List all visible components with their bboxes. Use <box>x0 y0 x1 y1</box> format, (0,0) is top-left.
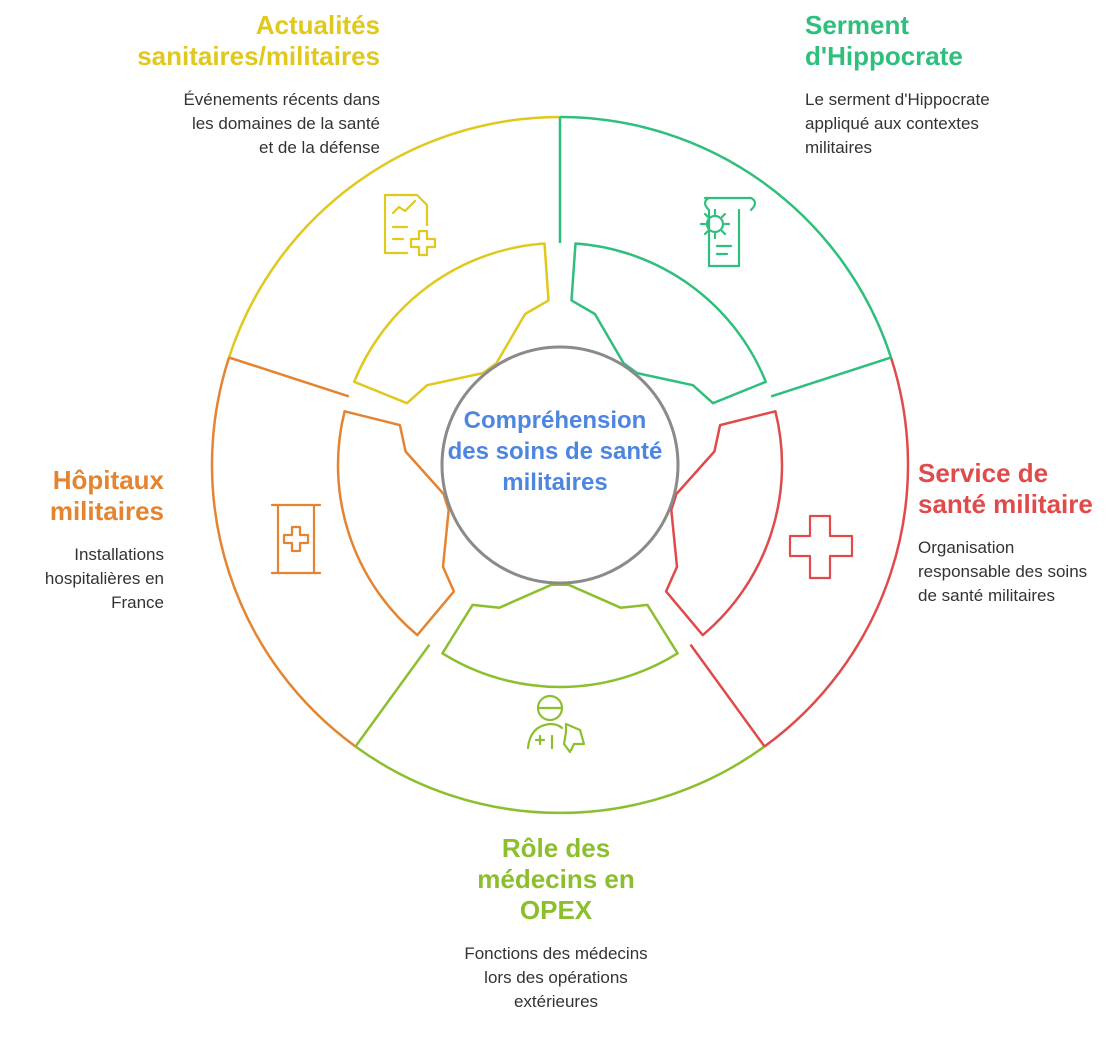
medical-report-icon <box>383 193 437 257</box>
scroll-oath-icon <box>699 196 757 268</box>
arrow-hopitaux <box>336 410 456 637</box>
hospital-icon <box>270 503 322 575</box>
arrow-actualites <box>352 242 550 405</box>
section-title: Actualités sanitaires/militaires <box>137 10 380 71</box>
field-doctor-icon <box>526 694 586 754</box>
arrow-service <box>664 410 784 637</box>
section-serment: Serment d'Hippocrate Le serment d'Hippoc… <box>805 10 1065 160</box>
medical-cross-icon <box>788 514 854 580</box>
section-role: Rôle des médecins en OPEX Fonctions des … <box>426 833 686 1014</box>
section-service: Service de santé militaire Organisation … <box>918 458 1108 608</box>
center-title: Compréhension des soins de santé militai… <box>447 407 663 496</box>
outer-ring-arc <box>559 115 893 358</box>
section-divider <box>228 356 350 398</box>
arrow-serment <box>570 242 768 405</box>
section-description: Événements récents dans les domaines de … <box>183 90 380 157</box>
section-description: Installations hospitalières en France <box>44 545 164 612</box>
section-description: Organisation responsable des soins de sa… <box>918 538 1088 605</box>
outer-ring-arc <box>227 115 561 358</box>
outer-ring-arc <box>354 745 766 815</box>
arrow-role <box>441 583 679 689</box>
section-description: Fonctions des médecins lors des opératio… <box>464 944 648 1011</box>
section-divider <box>689 643 766 748</box>
section-hopitaux: Hôpitaux militaires Installations hospit… <box>4 465 164 615</box>
outer-ring-arc <box>210 357 357 748</box>
section-divider <box>354 643 431 748</box>
section-title: Service de santé militaire <box>918 458 1093 519</box>
section-actualites: Actualités sanitaires/militaires Événeme… <box>80 10 380 160</box>
outer-ring-arc <box>763 357 910 748</box>
center-circle <box>440 345 680 585</box>
section-title: Serment d'Hippocrate <box>805 10 963 71</box>
section-title: Rôle des médecins en OPEX <box>477 833 635 925</box>
section-title: Hôpitaux militaires <box>49 465 164 526</box>
section-description: Le serment d'Hippocrate appliqué aux con… <box>805 90 990 157</box>
section-divider <box>770 356 892 398</box>
